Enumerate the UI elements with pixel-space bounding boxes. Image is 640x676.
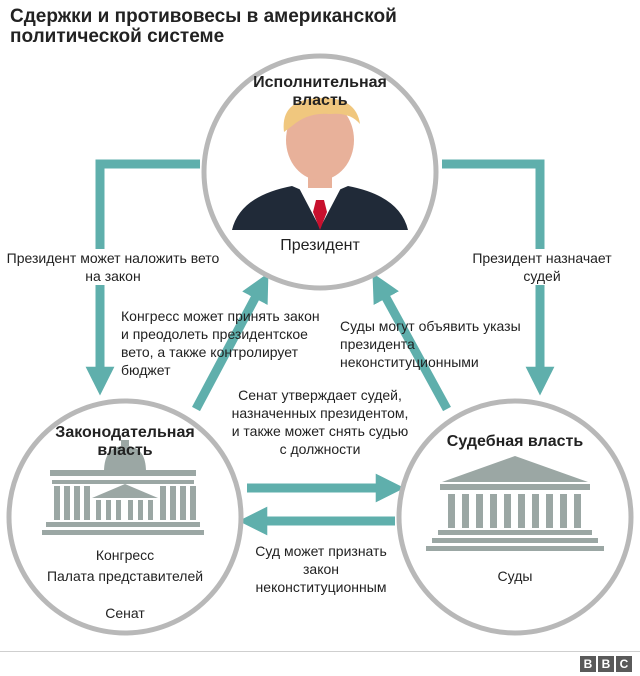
- label-senate-confirms: Сенат утверждает судей, назначенных през…: [231, 387, 409, 457]
- legislative-circle: [6, 398, 244, 636]
- arrow-appoint: [442, 159, 555, 396]
- capitol-building-icon: [42, 440, 204, 535]
- legislative-heading: Законодательная власть: [55, 424, 195, 459]
- label-veto: Президент может наложить вето на закон: [4, 249, 222, 285]
- page-title: Сдержки и противовесы в американской пол…: [10, 6, 397, 47]
- court-building-icon: [426, 456, 604, 551]
- label-override: Конгресс может принять закон и преодолет…: [121, 308, 320, 378]
- president-figure-icon: [232, 97, 408, 230]
- arrow-override: [192, 272, 269, 412]
- bbc-logo-letter: B: [580, 656, 596, 672]
- bbc-logo: B B C: [580, 656, 632, 672]
- executive-member: Президент: [280, 237, 360, 254]
- label-courts-rule: Суды могут объявить указы президента нек…: [340, 318, 521, 370]
- legislative-member-house: Палата представителей: [46, 568, 204, 584]
- judicial-member: Суды: [497, 568, 533, 584]
- label-appoint: Президент назначает судей: [452, 249, 632, 285]
- label-court-law: Суд может признать закон неконституционн…: [255, 543, 387, 595]
- bbc-logo-letter: B: [598, 656, 614, 672]
- footer-divider: [0, 651, 640, 652]
- judicial-circle: [396, 398, 634, 636]
- arrow-veto: [85, 159, 200, 396]
- bbc-logo-letter: C: [616, 656, 632, 672]
- judicial-heading: Судебная власть: [446, 433, 584, 450]
- legislative-member-congress: Конгресс: [95, 547, 155, 563]
- executive-heading: Исполнительная власть: [253, 74, 387, 109]
- arrow-courts-rule: [372, 272, 451, 412]
- legislative-member-senate: Сенат: [105, 605, 145, 621]
